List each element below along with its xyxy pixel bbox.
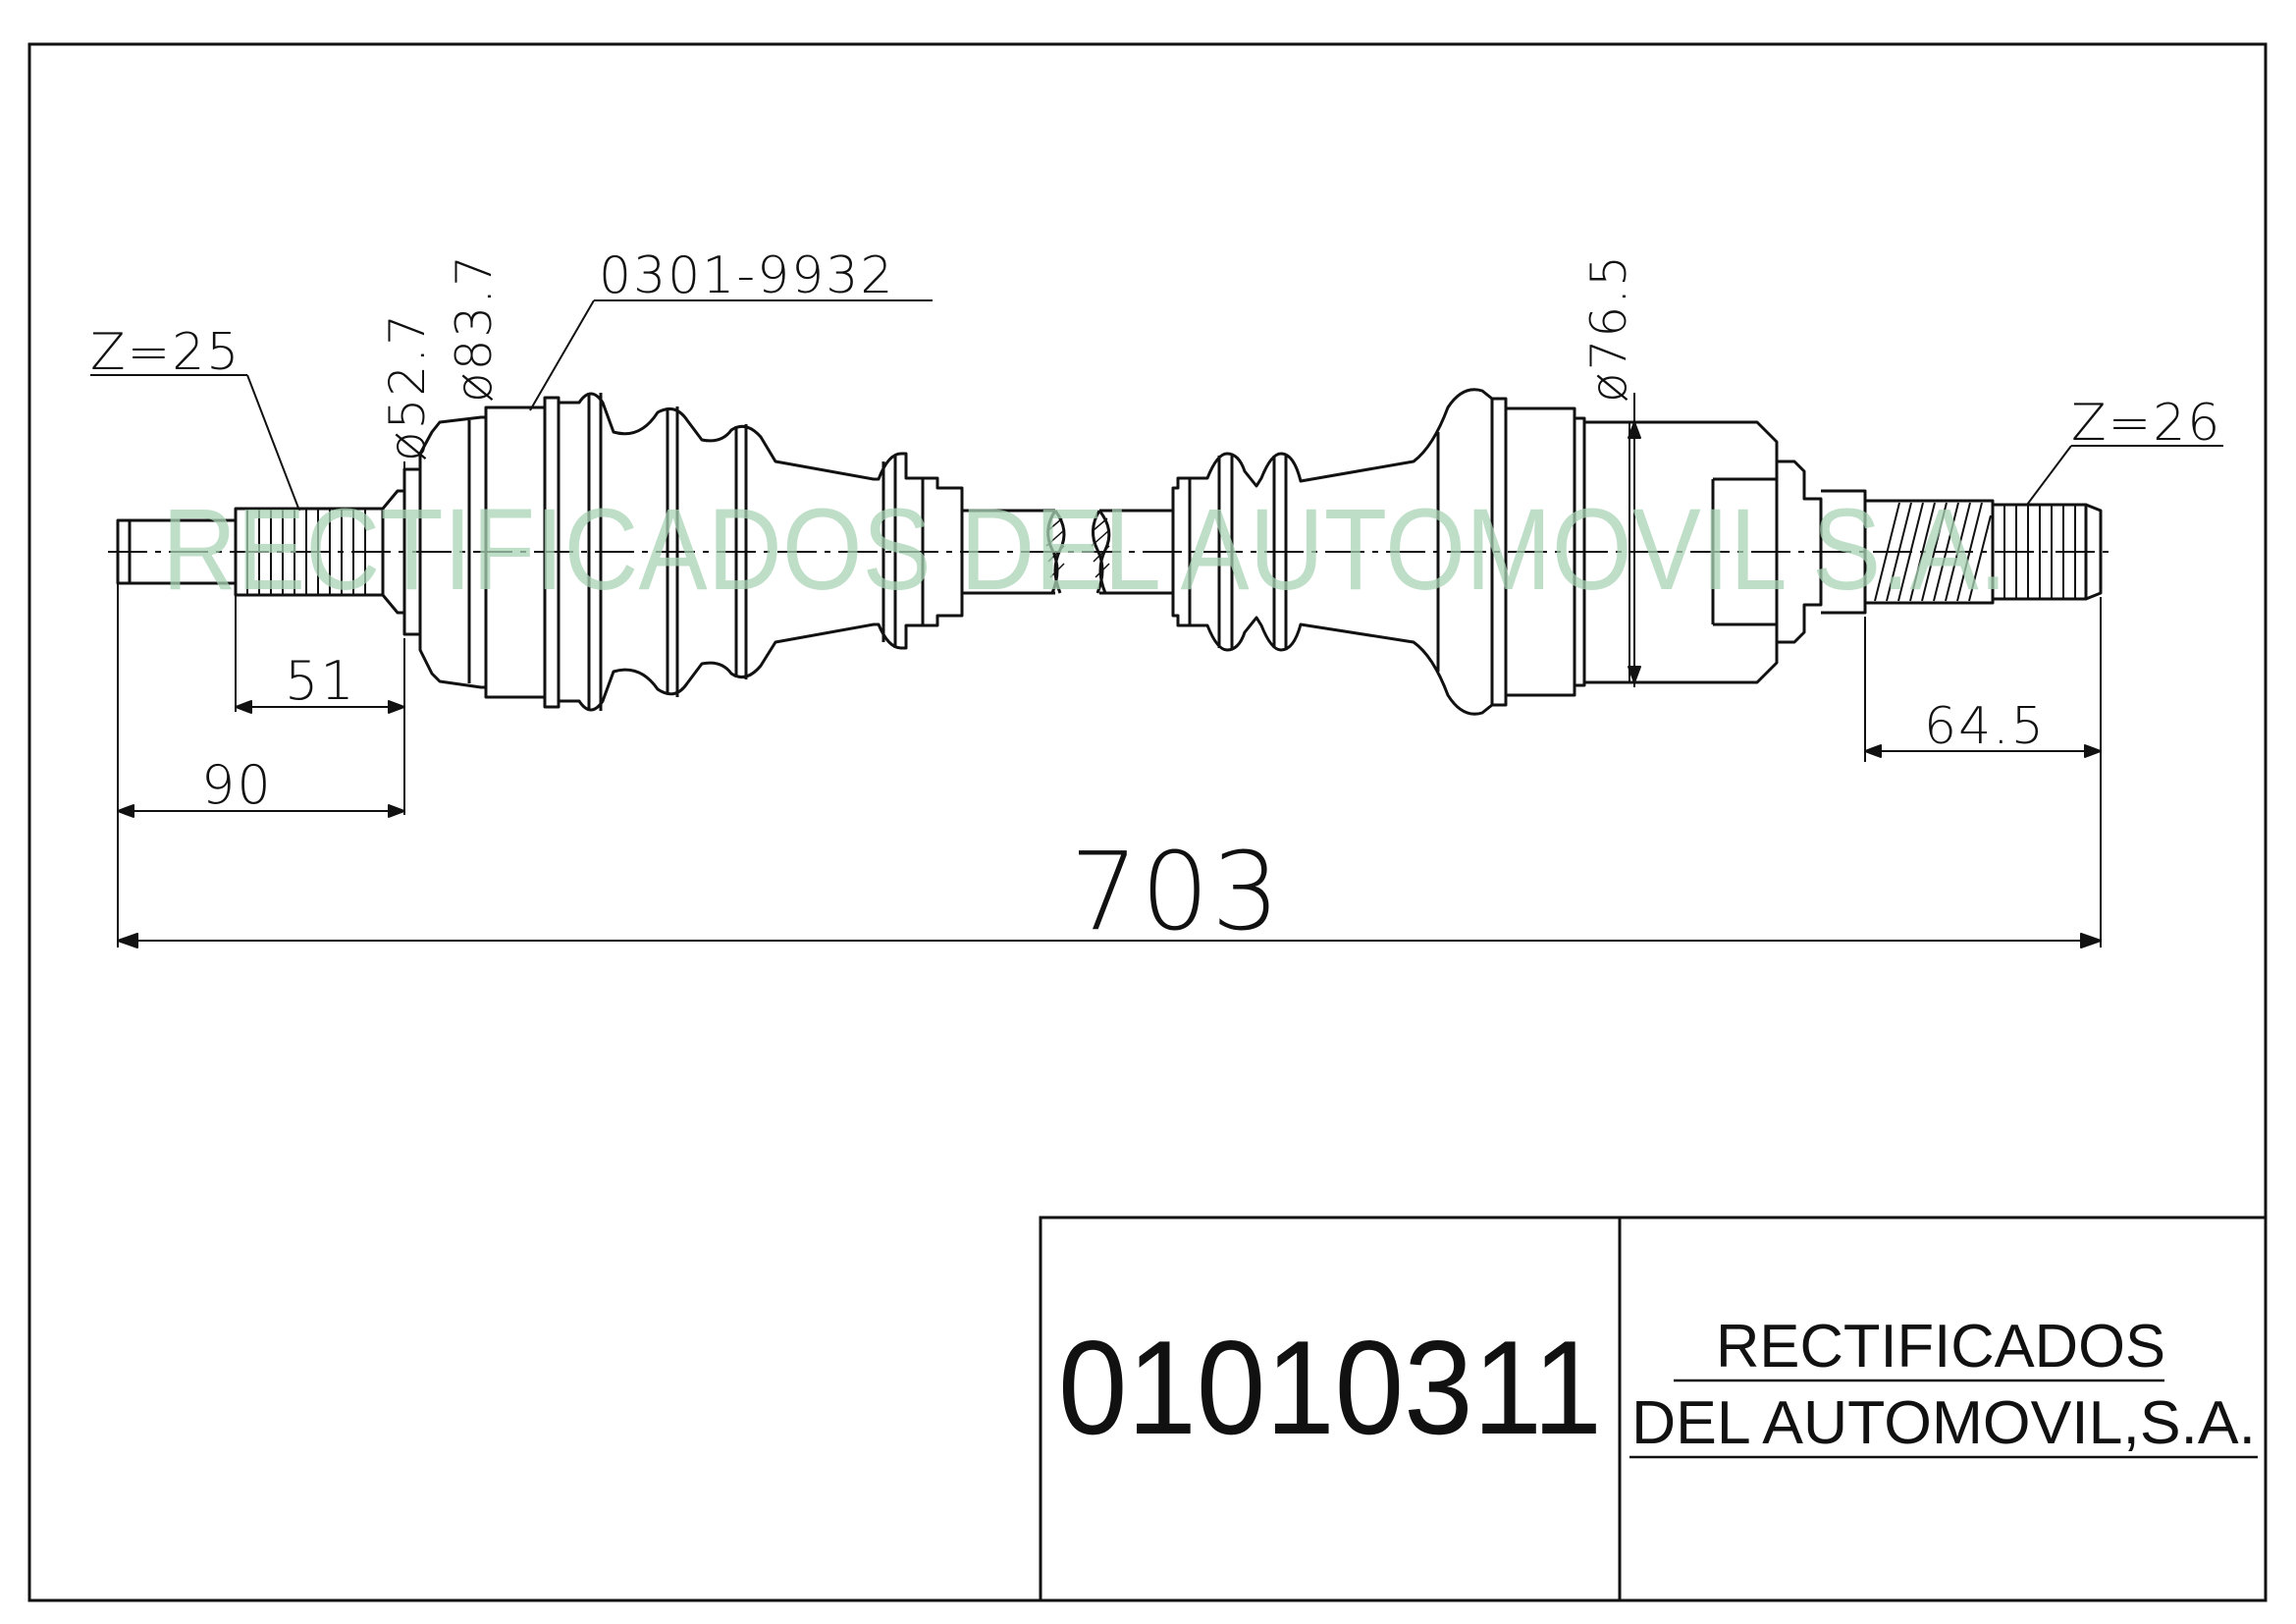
diameter-inner-boot-label: ø52.7 bbox=[379, 312, 436, 461]
diameter-inner-joint-label: ø76.5 bbox=[1580, 253, 1637, 403]
dimension-64-5-label: 64.5 bbox=[1924, 697, 2046, 756]
break-hatch bbox=[1045, 517, 1110, 578]
dimension-lines bbox=[90, 299, 2223, 948]
right-helical-spline bbox=[1874, 502, 1992, 602]
right-spline-teeth-label: Z=26 bbox=[2071, 394, 2221, 453]
watermark: RECTIFICADOS DEL AUTOMOVIL S.A. bbox=[162, 485, 2007, 615]
title-block bbox=[1039, 1216, 2268, 1602]
intermediate-shaft bbox=[962, 509, 1173, 595]
company-name-line2: DEL AUTOMOVIL,S.A. bbox=[1631, 1389, 2256, 1457]
boot-kit-reference: 0301-9932 bbox=[599, 246, 894, 305]
left-spline-teeth-label: Z=25 bbox=[90, 323, 240, 382]
diameter-outer-joint-label: ø83.7 bbox=[446, 253, 503, 403]
right-stub-shaft bbox=[1821, 489, 2103, 615]
outer-cv-boot bbox=[557, 392, 964, 712]
company-name-line1: RECTIFICADOS bbox=[1716, 1313, 2165, 1380]
dimension-51-label: 51 bbox=[285, 650, 356, 712]
left-spline-teeth bbox=[246, 509, 366, 595]
right-spline-teeth bbox=[2003, 505, 2076, 599]
inner-cv-joint bbox=[1490, 397, 1823, 707]
inner-cv-boot bbox=[1171, 388, 1494, 716]
part-number: 01010311 bbox=[1058, 1313, 1602, 1462]
dimension-703-label: 703 bbox=[1070, 829, 1282, 954]
dimension-90-label: 90 bbox=[201, 754, 273, 816]
drive-shaft-drawing bbox=[90, 299, 2223, 948]
